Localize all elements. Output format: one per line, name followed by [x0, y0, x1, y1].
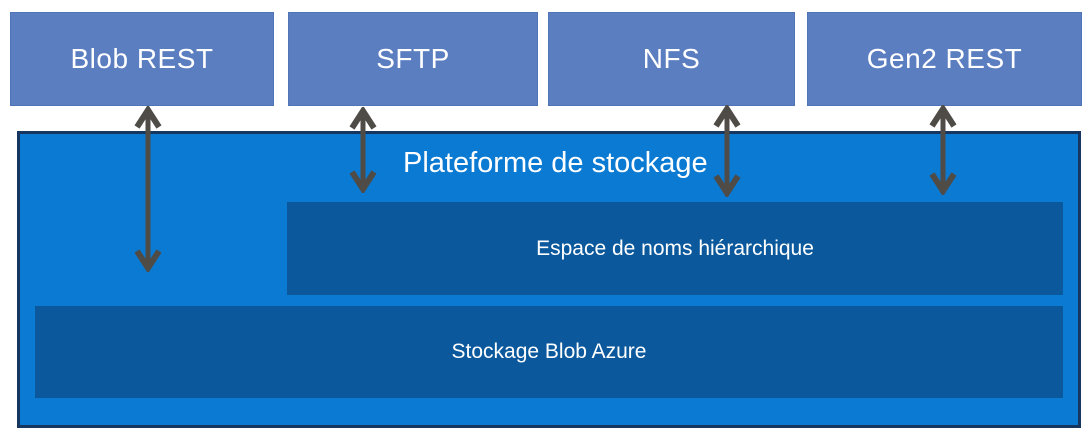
- protocol-box-nfs: NFS: [548, 12, 795, 106]
- layer-hierarchical-namespace: Espace de noms hiérarchique: [287, 202, 1063, 295]
- protocol-box-label: SFTP: [376, 43, 450, 74]
- double-arrow-sftp-icon: [347, 107, 379, 193]
- protocol-box-label: Gen2 REST: [866, 43, 1023, 74]
- protocol-box-label: NFS: [642, 43, 701, 74]
- protocol-box-sftp: SFTP: [288, 12, 538, 106]
- storage-platform-box: Plateforme de stockage Espace de noms hi…: [17, 131, 1081, 428]
- protocol-box-blob-rest: Blob REST: [10, 12, 274, 106]
- layer-label: Stockage Blob Azure: [451, 340, 647, 363]
- layer-azure-blob-storage: Stockage Blob Azure: [35, 306, 1063, 398]
- protocol-box-gen2-rest: Gen2 REST: [807, 12, 1082, 106]
- double-arrow-blob-rest-icon: [132, 106, 164, 272]
- layer-label: Espace de noms hiérarchique: [536, 236, 814, 260]
- platform-title: Plateforme de stockage: [403, 147, 708, 179]
- double-arrow-gen2-rest-icon: [927, 105, 959, 195]
- double-arrow-nfs-icon: [711, 105, 743, 197]
- protocol-box-label: Blob REST: [70, 43, 214, 74]
